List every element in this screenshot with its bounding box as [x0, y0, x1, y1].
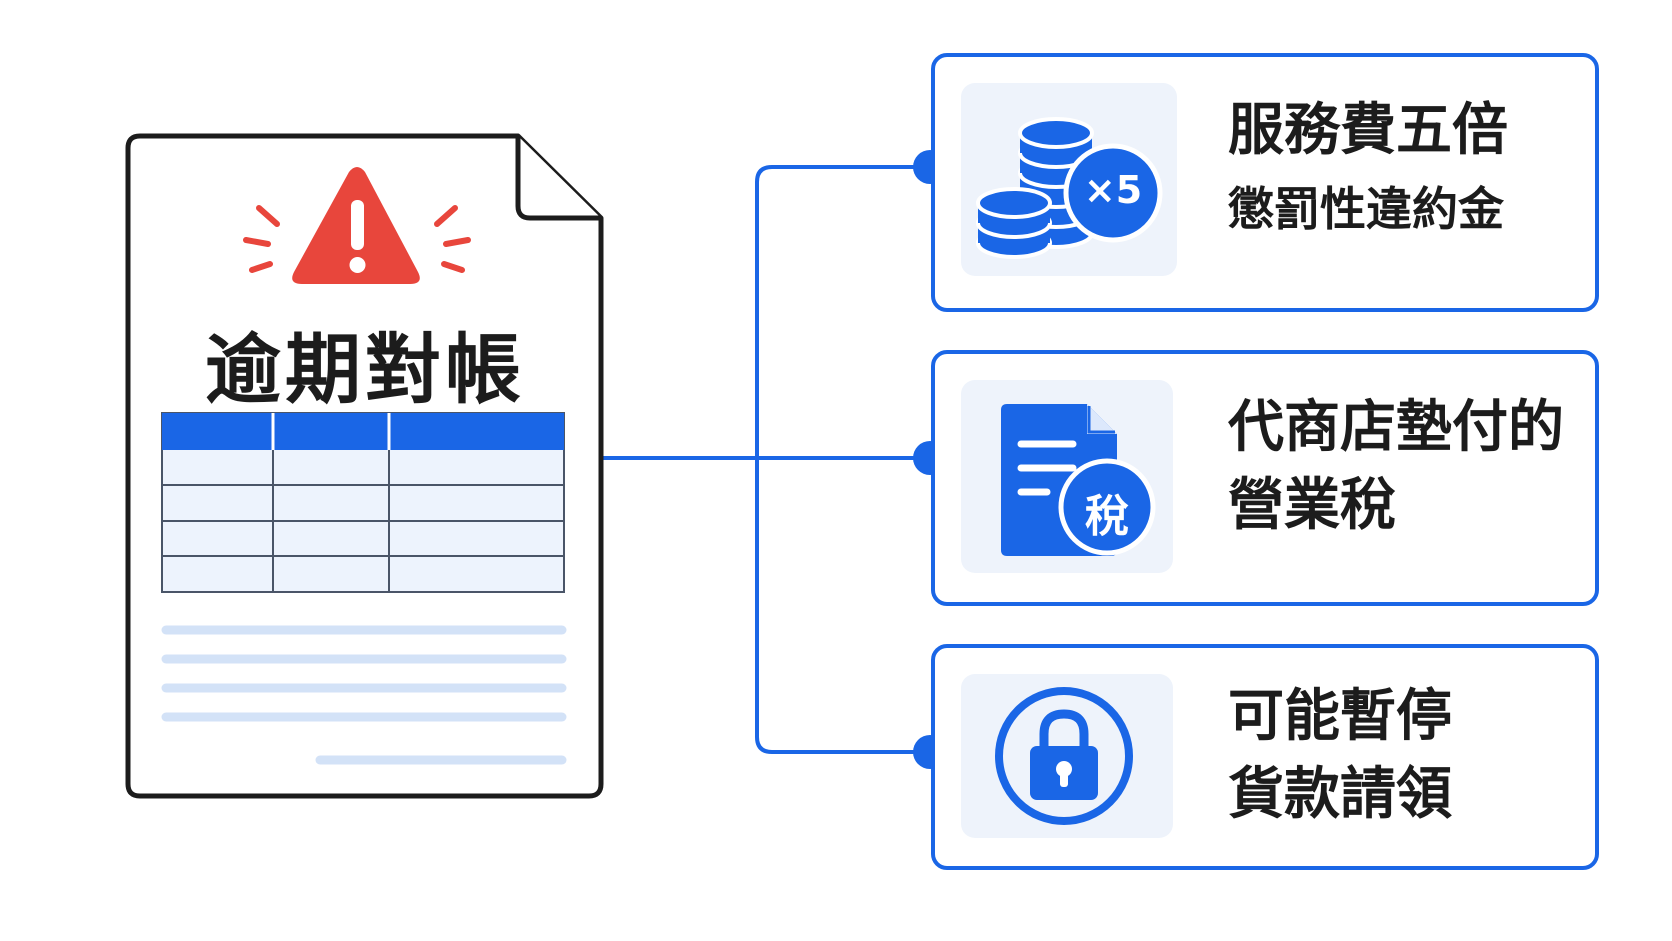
card-subheading: 貨款請領 — [1228, 762, 1452, 827]
document-text-lines — [161, 625, 567, 765]
card-subheading: 懲罰性違約金 — [1228, 182, 1504, 236]
card-heading: 代商店墊付的 — [1228, 395, 1564, 460]
icon-box: ×5 — [961, 83, 1177, 276]
tax-badge-label: 稅 — [1085, 491, 1129, 542]
coins-icon — [976, 117, 1163, 259]
card-text: 代商店墊付的 營業稅 — [1228, 389, 1564, 545]
card-heading: 服務費五倍 — [1228, 98, 1508, 163]
multiplier-badge-label: ×5 — [1083, 168, 1143, 212]
consequence-card-fee: ×5 服務費五倍 懲罰性違約金 — [931, 53, 1599, 312]
branch-connector — [755, 165, 930, 754]
card-text: 服務費五倍 懲罰性違約金 — [1228, 92, 1508, 248]
card-subheading: 營業稅 — [1228, 473, 1396, 538]
document-fold — [515, 136, 601, 221]
ledger-table — [161, 412, 565, 593]
consequence-card-tax: 稅 代商店墊付的 營業稅 — [931, 350, 1599, 606]
consequence-card-lock: 可能暫停 貨款請領 — [931, 644, 1599, 870]
lock-icon — [995, 687, 1133, 825]
tax-badge — [1058, 458, 1156, 556]
tax-document-icon — [1001, 404, 1156, 556]
icon-box — [961, 674, 1173, 838]
card-text: 可能暫停 貨款請領 — [1228, 678, 1452, 834]
icon-box: 稅 — [961, 380, 1173, 573]
document-title: 逾期對帳 — [205, 325, 525, 414]
multiplier-badge — [1063, 143, 1163, 243]
card-heading: 可能暫停 — [1228, 684, 1452, 749]
warning-icon — [243, 167, 471, 284]
